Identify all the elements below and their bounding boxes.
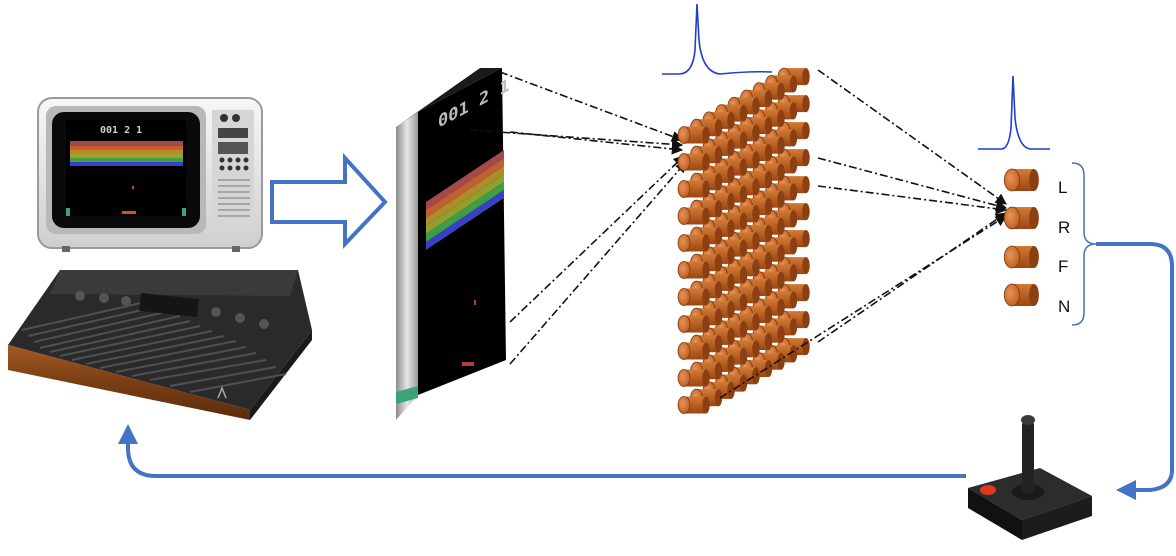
output-labels: L R F N [1058,178,1070,316]
output-label-left: L [1058,178,1067,197]
joystick-icon [968,415,1092,540]
hidden-neuron [677,261,710,279]
output-bracket [1071,162,1097,326]
output-label-right: R [1058,218,1070,237]
output-neuron-r [1003,206,1039,230]
hidden-neuron [677,288,710,306]
hidden-neuron [677,315,710,333]
tv-game-screen: 001 2 1 [66,120,186,216]
tv-control-panel [212,110,254,230]
input-frame-slab: 001 2 1 [396,68,510,420]
television-icon: 001 2 1 [37,97,263,252]
input-flow-arrow [270,152,388,249]
tv-score: 001 2 1 [100,125,142,136]
output-spike-trace [978,75,1050,150]
atari-console-icon [8,270,312,420]
hidden-neuron [677,369,710,387]
hidden-neuron [677,207,710,225]
joystick-to-console-arrow [118,424,966,478]
action-to-joystick-arrow [1096,242,1174,500]
output-label-fire: F [1058,257,1068,276]
hidden-neuron [677,396,710,414]
hidden-neuron [677,342,710,360]
output-neuron-layer [1003,168,1039,307]
hidden-spike-trace [662,3,773,75]
hidden-neuron [677,234,710,252]
output-connections [719,69,1008,399]
hidden-neuron [677,126,710,144]
hidden-neuron-grid [677,67,810,414]
output-neuron-n [1003,283,1039,307]
output-label-noop: N [1058,297,1070,316]
input-connections [469,71,687,365]
output-neuron-f [1003,245,1039,269]
hidden-neuron [677,180,710,198]
hidden-neuron [677,153,710,171]
output-neuron-l [1003,168,1039,192]
